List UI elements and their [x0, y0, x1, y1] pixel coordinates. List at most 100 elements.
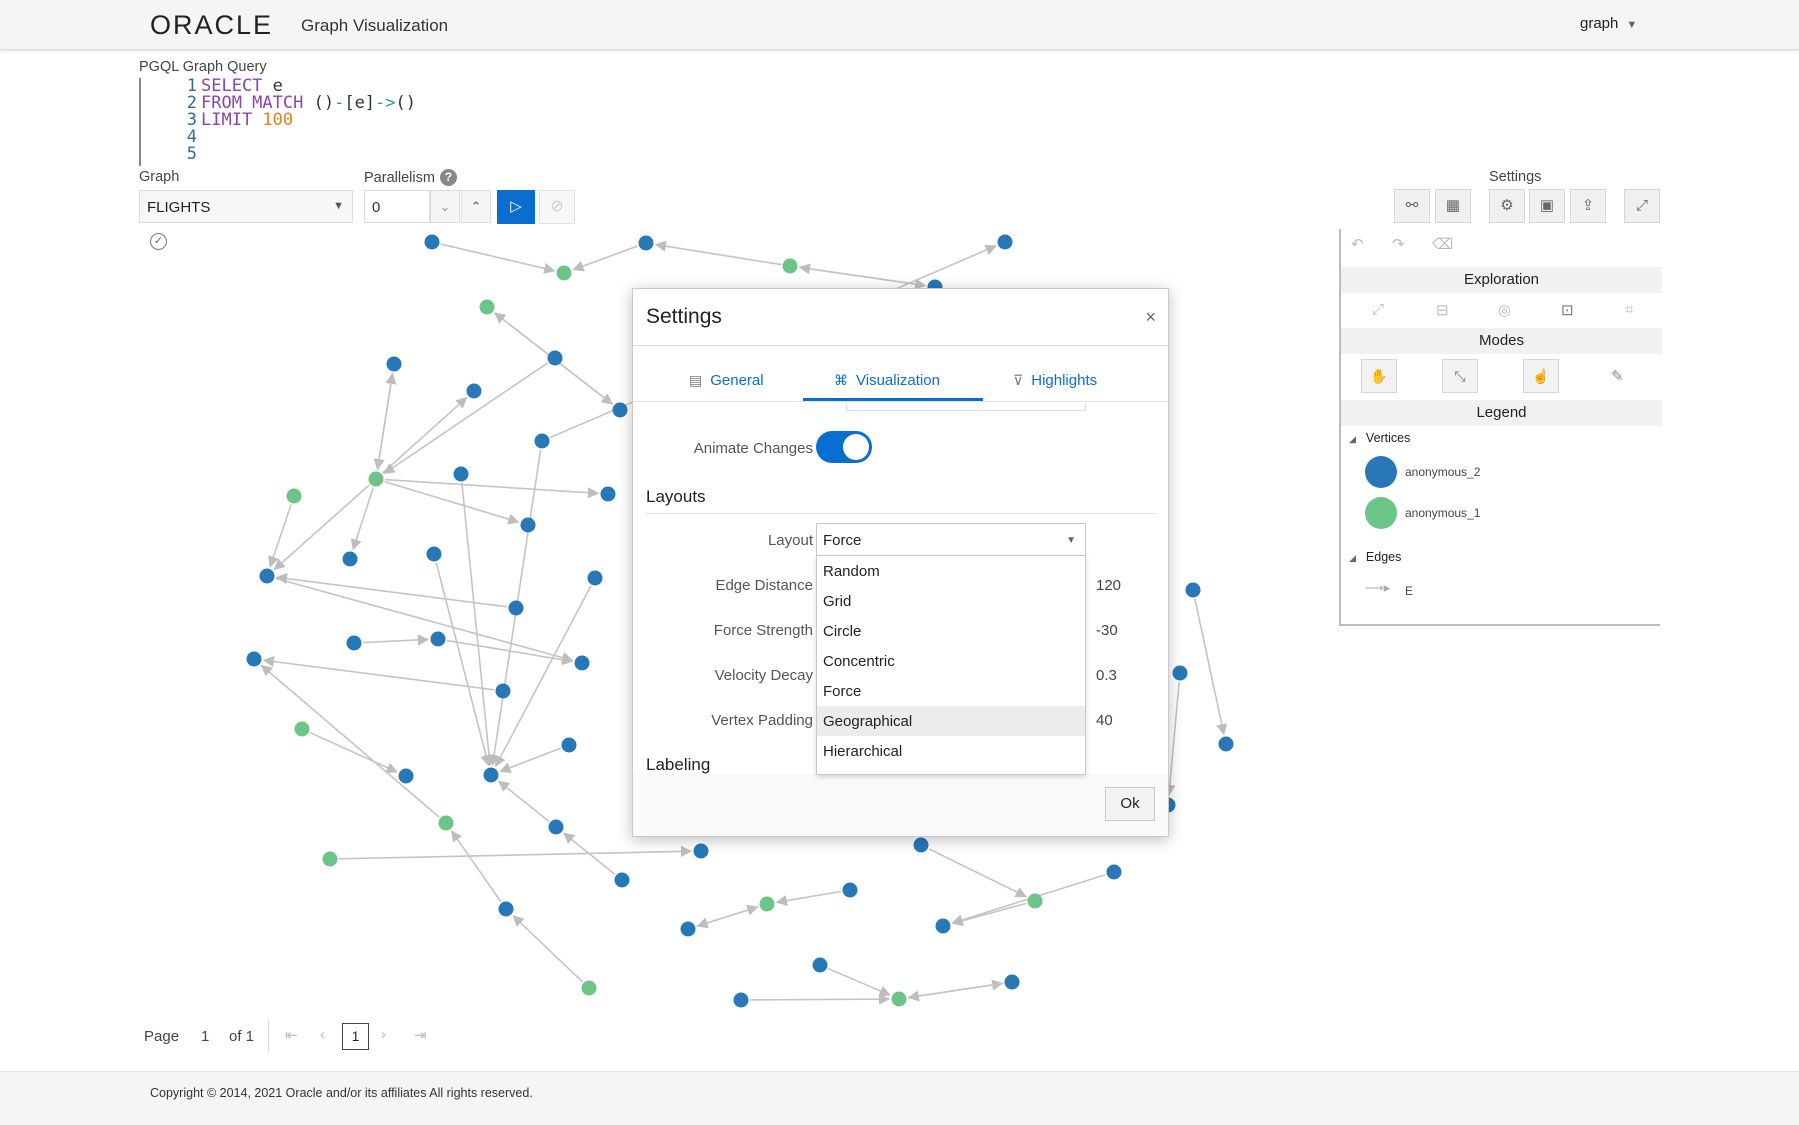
graph-vertex[interactable] [1218, 736, 1234, 752]
layout-option[interactable]: Hierarchical [823, 743, 903, 760]
layout-option[interactable]: Force [823, 683, 862, 700]
legend-vertices-section[interactable]: ◢Vertices [1349, 431, 1410, 445]
run-query-button[interactable]: ▷ [497, 190, 535, 224]
graph-edge[interactable] [562, 832, 616, 875]
graph-vertex[interactable] [508, 600, 524, 616]
graph-vertex[interactable] [842, 882, 858, 898]
layout-option[interactable]: Grid [823, 593, 852, 610]
graph-select[interactable]: FLIGHTS ▼ [139, 190, 353, 223]
graph-vertex[interactable] [600, 486, 616, 502]
graph-vertex[interactable] [534, 433, 550, 449]
graph-edge[interactable] [907, 982, 1004, 1002]
graph-edge[interactable] [338, 845, 693, 860]
gear-icon[interactable]: ⚙ [1489, 189, 1525, 223]
graph-edge[interactable] [376, 372, 397, 471]
graph-edge[interactable] [273, 484, 370, 571]
group-icon[interactable]: ⌗ [1625, 301, 1634, 318]
undo-icon[interactable]: ↶ [1351, 236, 1364, 253]
shrink-mode-icon[interactable]: ⤡ [1442, 359, 1478, 393]
velocity-decay-value[interactable]: 0.3 [1096, 667, 1117, 684]
graph-edge[interactable] [451, 830, 502, 903]
graph-vertex[interactable] [548, 819, 564, 835]
graph-edge[interactable] [798, 263, 927, 287]
graph-vertex[interactable] [398, 768, 414, 784]
graph-vertex[interactable] [346, 635, 362, 651]
expand-icon[interactable]: ⤢ [1624, 189, 1660, 223]
graph-vertex[interactable] [386, 356, 402, 372]
graph-vertex[interactable] [574, 655, 590, 671]
last-page-icon[interactable]: ⇥ [414, 1027, 427, 1044]
layout-option[interactable]: Concentric [823, 653, 895, 670]
layout-option[interactable]: Circle [823, 623, 862, 640]
graph-vertex[interactable] [286, 488, 302, 504]
graph-edge[interactable] [268, 504, 292, 568]
cancel-query-button[interactable]: ⊘ [539, 190, 575, 224]
layout-option[interactable]: Geographical [817, 706, 1085, 736]
graph-vertex[interactable] [759, 896, 775, 912]
editor-line[interactable]: 4 [141, 129, 559, 146]
graph-edge[interactable] [951, 902, 1027, 927]
graph-edge[interactable] [384, 480, 520, 525]
graph-edge[interactable] [775, 890, 842, 907]
prev-page-icon[interactable]: ‹ [320, 1026, 325, 1043]
edit-icon[interactable]: ✎ [1611, 368, 1624, 385]
graph-vertex[interactable] [581, 980, 597, 996]
graph-vertex[interactable] [1172, 665, 1188, 681]
collapse-node-icon[interactable]: ⊟ [1436, 302, 1449, 319]
graph-edge[interactable] [440, 243, 556, 274]
link-icon[interactable]: ⚯ [1394, 189, 1430, 223]
graph-vertex[interactable] [246, 651, 262, 667]
graph-vertex[interactable] [997, 234, 1013, 250]
graph-vertex[interactable] [453, 466, 469, 482]
legend-edges-section[interactable]: ◢Edges [1349, 550, 1401, 564]
graph-vertex[interactable] [1027, 893, 1043, 909]
graph-vertex[interactable] [294, 721, 310, 737]
graph-vertex[interactable] [556, 265, 572, 281]
graph-vertex[interactable] [520, 517, 536, 533]
graph-vertex[interactable] [612, 402, 628, 418]
graph-edge[interactable] [362, 634, 430, 646]
edge-distance-value[interactable]: 120 [1096, 577, 1122, 594]
graph-vertex[interactable] [479, 299, 495, 315]
tab-visualization[interactable]: ⌘Visualization [834, 372, 940, 389]
graph-edge[interactable] [499, 747, 561, 774]
tab-general[interactable]: ▤General [689, 372, 764, 389]
parallelism-input[interactable]: 0 [364, 190, 430, 223]
graph-edge[interactable] [1194, 598, 1228, 736]
graph-vertex[interactable] [561, 737, 577, 753]
graph-vertex[interactable] [547, 350, 563, 366]
graph-vertex[interactable] [614, 872, 630, 888]
graph-vertex[interactable] [483, 767, 499, 783]
graph-edge[interactable] [827, 967, 891, 997]
save-icon[interactable]: ▣ [1529, 189, 1565, 223]
graph-edge[interactable] [1164, 681, 1180, 797]
graph-edge[interactable] [275, 573, 508, 608]
graph-vertex[interactable] [259, 568, 275, 584]
graph-edge[interactable] [350, 487, 374, 551]
graph-vertex[interactable] [638, 235, 654, 251]
graph-vertex[interactable] [913, 837, 929, 853]
graph-vertex[interactable] [424, 234, 440, 250]
graph-edge[interactable] [384, 478, 600, 499]
graph-edge[interactable] [382, 396, 468, 474]
next-page-icon[interactable]: › [381, 1026, 386, 1043]
graph-edge[interactable] [446, 639, 574, 666]
graph-vertex[interactable] [782, 258, 798, 274]
force-strength-value[interactable]: -30 [1096, 622, 1118, 639]
editor-line[interactable]: 5 [141, 146, 559, 163]
layout-option[interactable]: Random [823, 563, 880, 580]
table-icon[interactable]: ▦ [1435, 189, 1471, 223]
graph-vertex[interactable] [587, 570, 603, 586]
graph-vertex[interactable] [1106, 864, 1122, 880]
first-page-icon[interactable]: ⇤ [285, 1027, 298, 1044]
graph-edge[interactable] [654, 240, 782, 266]
user-menu[interactable]: graph▼ [1580, 15, 1637, 32]
graph-edge[interactable] [494, 585, 592, 768]
tab-highlights[interactable]: ⊽Highlights [1013, 372, 1097, 389]
animate-changes-toggle[interactable] [816, 431, 872, 463]
graph-edge[interactable] [435, 562, 492, 767]
